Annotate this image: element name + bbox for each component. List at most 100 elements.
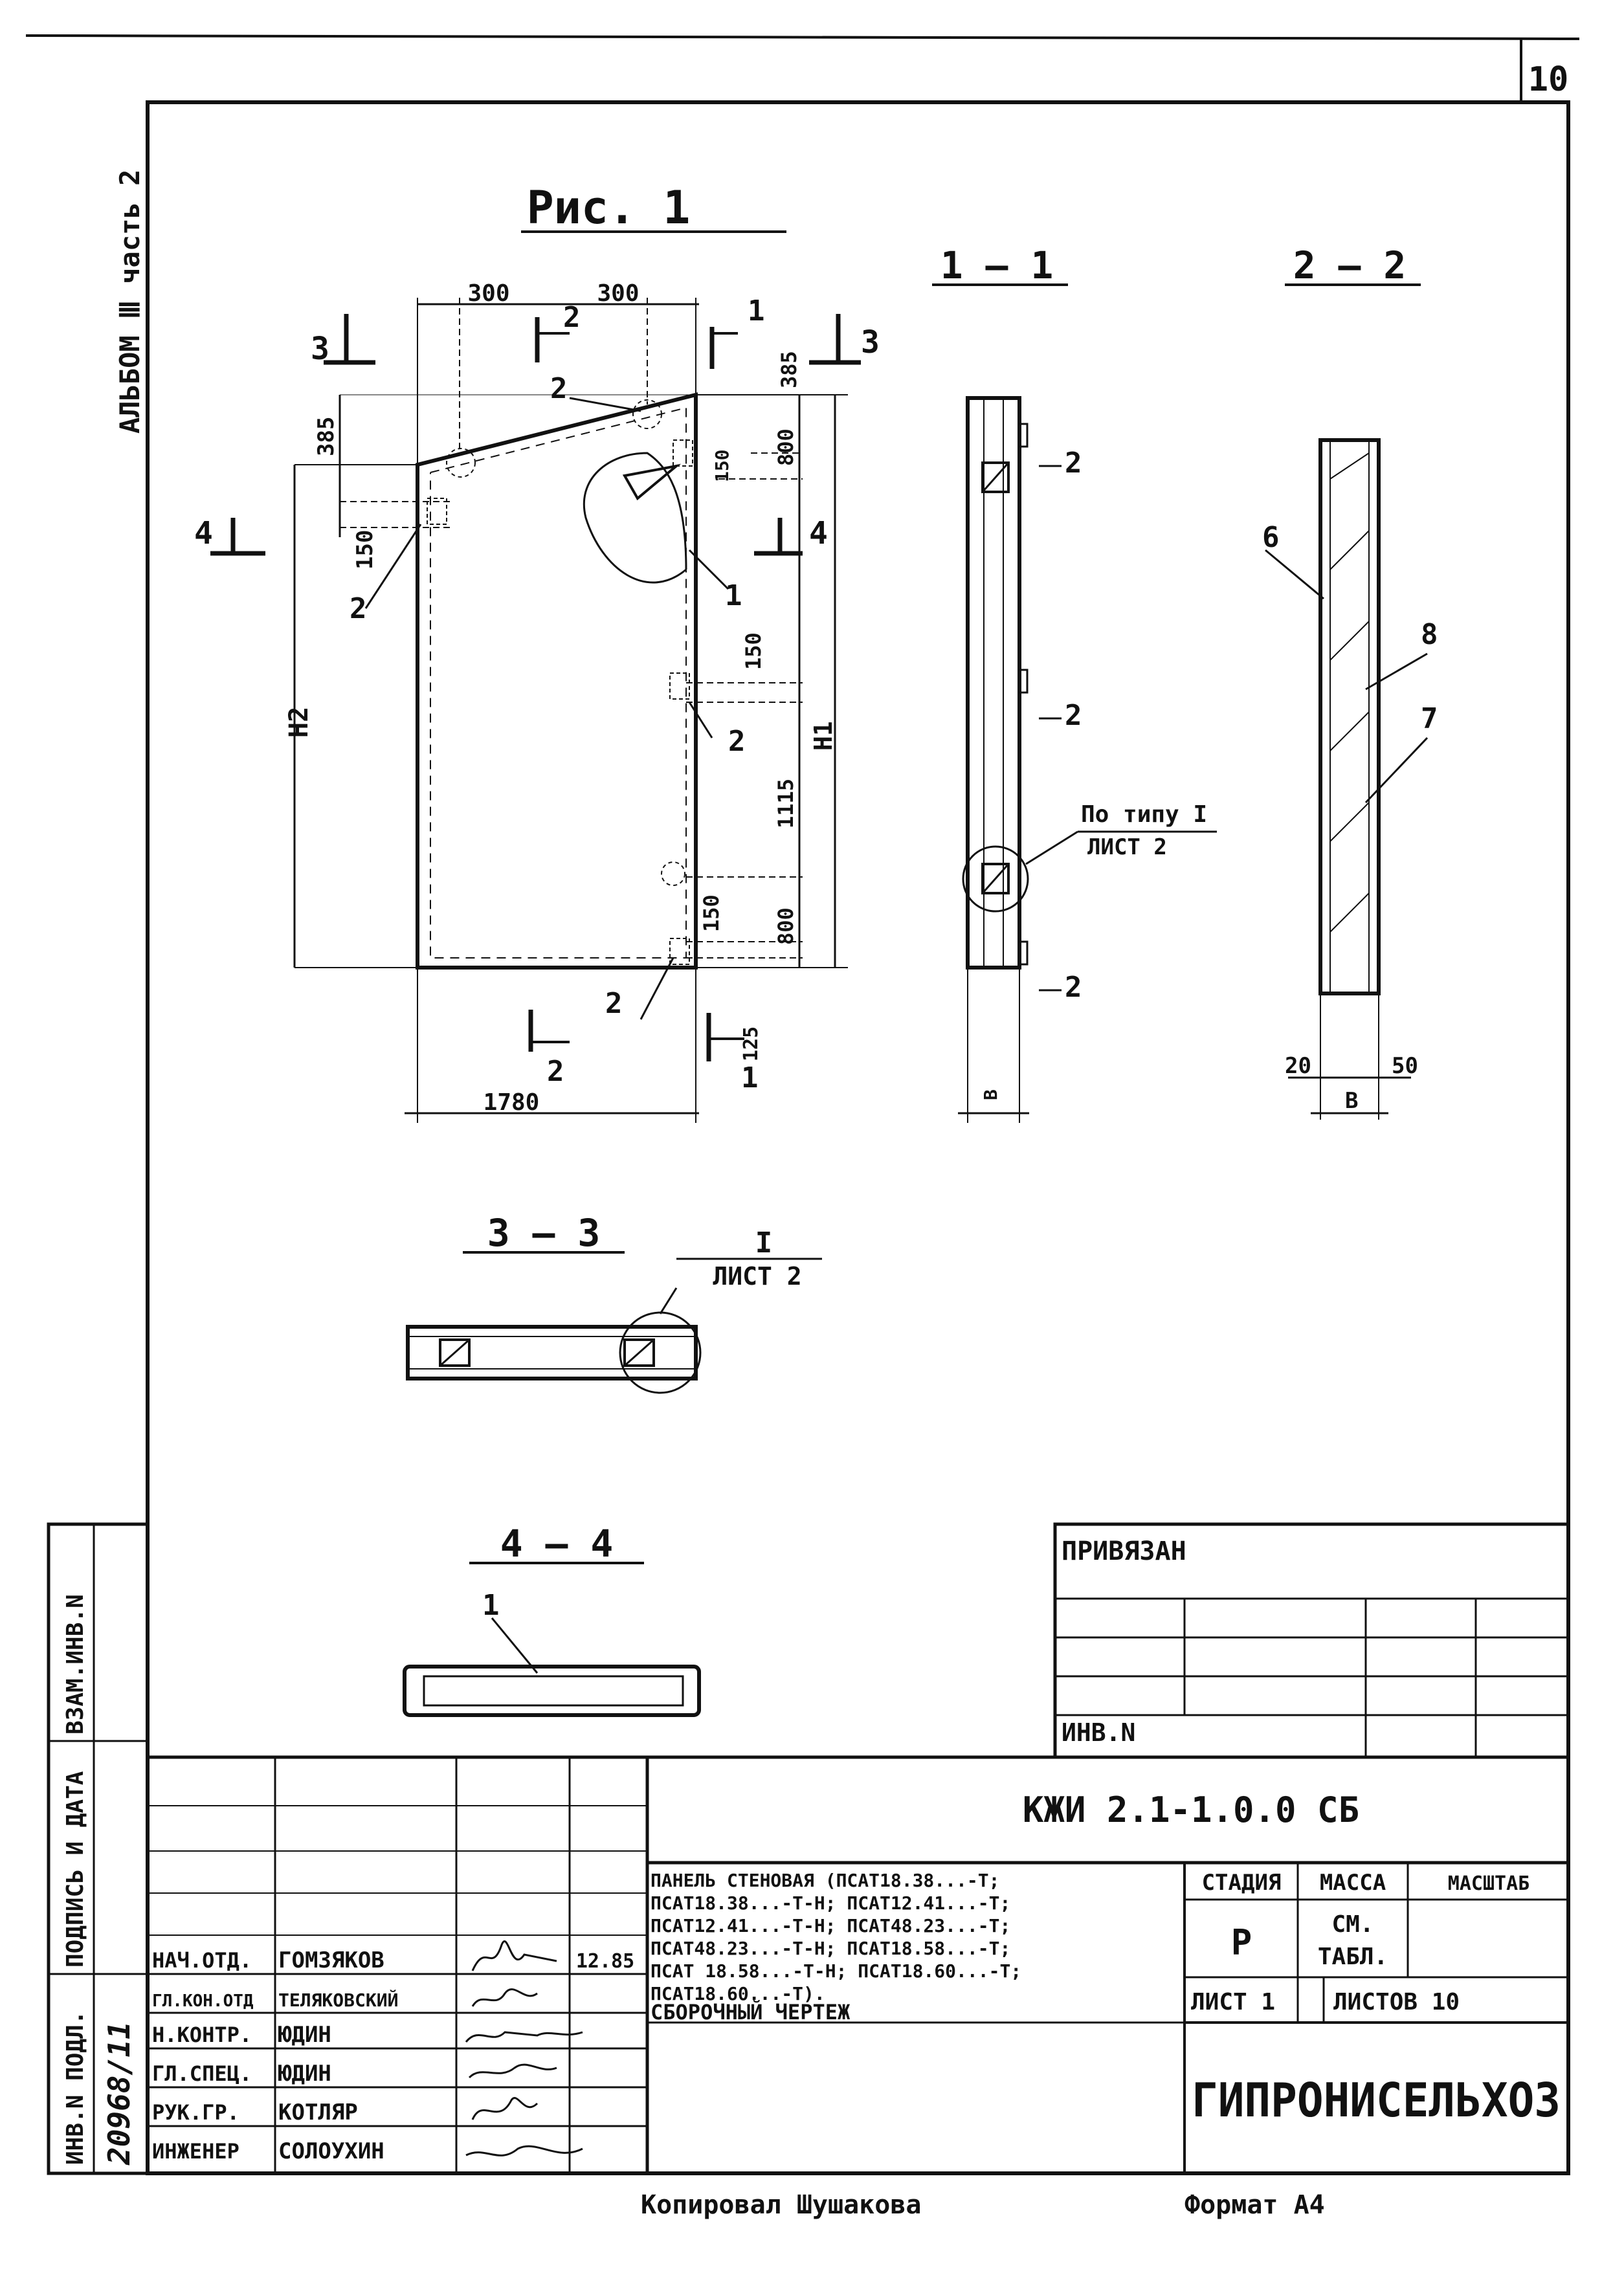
organization: ГИПРОНИСЕЛЬХОЗ xyxy=(1192,2073,1561,2127)
desc-line-2: ПСАТ18.38...-Т-Н; ПСАТ12.41...-Т; xyxy=(651,1892,1010,1914)
footer-format: Формат А4 xyxy=(1185,2190,1325,2220)
dim-150-mid: 150 xyxy=(741,632,766,670)
s11-callout-2-a: 2 xyxy=(1065,447,1082,480)
s44-callout-1: 1 xyxy=(482,1589,500,1622)
doc-code: КЖИ 2.1-1.0.0 СБ xyxy=(1023,1790,1359,1830)
binding-inv: ИНВ.N xyxy=(1062,1718,1135,1747)
dim-1780: 1780 xyxy=(484,1089,540,1116)
dim-1115: 1115 xyxy=(773,779,798,828)
desc-line-1: ПАНЕЛЬ СТЕНОВАЯ (ПСАТ18.38...-Т; xyxy=(651,1870,999,1891)
staff-name-5: КОТЛЯР xyxy=(278,2100,358,2125)
desc-line-7: СБОРОЧНЫЙ ЧЕРТЕЖ xyxy=(651,2000,851,2024)
right-dimensions xyxy=(686,394,848,968)
section-cut-marks xyxy=(210,314,861,1061)
staff-role-2: ГЛ.КОН.ОТД xyxy=(152,1991,254,2011)
stamp-vzam: ВЗАМ.ИНВ.N xyxy=(62,1594,89,1735)
s11-callout-2-b: 2 xyxy=(1065,699,1082,732)
cut-3-left: 3 xyxy=(311,331,329,367)
mass-value-2: ТАБЛ. xyxy=(1318,1944,1388,1970)
cut-2-bottom: 2 xyxy=(547,1055,564,1088)
dim-150-bottom: 150 xyxy=(699,894,724,932)
side-stamp xyxy=(47,1522,150,2175)
left-dimensions xyxy=(293,394,699,968)
staff-name-6: СОЛОУХИН xyxy=(278,2138,384,2164)
s22-dim-50: 50 xyxy=(1392,1053,1418,1079)
staff-role-5: РУК.ГР. xyxy=(152,2100,239,2125)
dim-300-a: 300 xyxy=(467,280,509,307)
stage-label: СТАДИЯ xyxy=(1202,1870,1282,1896)
signatures xyxy=(465,1940,583,2156)
dim-125: 125 xyxy=(740,1026,762,1061)
mass-value-1: СМ. xyxy=(1331,1911,1374,1938)
section-1-1-title: 1 — 1 xyxy=(940,243,1054,287)
s22-callout-7: 7 xyxy=(1421,702,1438,735)
mass-label: МАССА xyxy=(1320,1870,1386,1896)
callout-2-bottom: 2 xyxy=(605,987,623,1020)
staff-role-6: ИНЖЕНЕР xyxy=(152,2139,239,2164)
desc-line-3: ПСАТ12.41...-Т-Н; ПСАТ48.23...-Т; xyxy=(651,1915,1010,1936)
dim-h2: H2 xyxy=(284,707,314,738)
s33-ref-top: I xyxy=(755,1226,773,1259)
stamp-inv-podl: ИНВ.N ПОДЛ. xyxy=(62,2011,89,2165)
staff-role-4: ГЛ.СПЕЦ. xyxy=(152,2061,252,2086)
dim-150-left: 150 xyxy=(352,530,378,570)
section-3-3-title: 3 — 3 xyxy=(487,1211,601,1255)
s11-ref-bottom: ЛИСТ 2 xyxy=(1087,834,1167,860)
cut-1-bottom: 1 xyxy=(741,1061,759,1094)
staff-name-3: ЮДИН xyxy=(278,2022,331,2048)
sheets-label: ЛИСТОВ 10 xyxy=(1333,1989,1460,2015)
section-4-4-drawing xyxy=(403,1617,701,1717)
s11-callout-2-c: 2 xyxy=(1065,971,1082,1004)
stage-value: Р xyxy=(1231,1922,1252,1963)
cut-1-top: 1 xyxy=(748,294,765,327)
callout-2-mid: 2 xyxy=(728,725,746,758)
s11-ref-top: По типу I xyxy=(1081,801,1207,828)
s22-dim-20: 20 xyxy=(1285,1053,1311,1079)
section-1-1-drawing xyxy=(958,396,1217,1123)
dim-150-top: 150 xyxy=(711,449,733,482)
cut-4-right: 4 xyxy=(809,515,828,551)
panel-elevation xyxy=(416,392,698,970)
dim-385-right: 385 xyxy=(777,351,801,388)
dim-385-left: 385 xyxy=(313,417,339,456)
section-4-4-title: 4 — 4 xyxy=(500,1522,614,1566)
s22-dim-b: В xyxy=(1345,1088,1358,1114)
staff-role-3: Н.КОНТР. xyxy=(152,2023,252,2047)
footer-copied: Копировал Шушакова xyxy=(641,2190,921,2220)
dim-800-top: 800 xyxy=(773,428,798,466)
stamp-podpis: ПОДПИСЬ И ДАТА xyxy=(62,1771,89,1968)
sheet-frame xyxy=(25,34,1580,2175)
s11-dim-b: В xyxy=(980,1089,1001,1100)
dim-300-b: 300 xyxy=(597,280,639,307)
album-label: АЛЬБОМ Ⅲ часть 2 xyxy=(114,170,146,434)
sheet-label: ЛИСТ 1 xyxy=(1191,1989,1275,2015)
date: 12.85 xyxy=(576,1950,634,1973)
s22-callout-8: 8 xyxy=(1421,618,1438,651)
dim-h1: H1 xyxy=(809,721,838,751)
s22-callout-6: 6 xyxy=(1262,521,1280,554)
callout-2-left: 2 xyxy=(350,592,367,625)
sheet-number: 10 xyxy=(1528,60,1569,99)
desc-line-6: ПСАТ18.60...-Т). xyxy=(651,1983,825,2004)
callout-2-top: 2 xyxy=(550,372,568,405)
section-2-2-title: 2 — 2 xyxy=(1293,243,1407,287)
staff-name-4: ЮДИН xyxy=(278,2061,331,2087)
figure-title: Рис. 1 xyxy=(527,181,691,234)
desc-line-4: ПСАТ48.23...-Т-Н; ПСАТ18.58...-Т; xyxy=(651,1938,1010,1959)
top-dimensions xyxy=(417,298,699,466)
stamp-inv-number: 20968/11 xyxy=(102,2021,137,2166)
figure-callout-leaders xyxy=(364,397,729,1020)
binding-title: ПРИВЯЗАН xyxy=(1062,1536,1186,1566)
callout-1-figure: 1 xyxy=(725,579,742,612)
desc-line-5: ПСАТ 18.58...-Т-Н; ПСАТ18.60...-Т; xyxy=(651,1960,1021,1982)
s33-ref-bottom: ЛИСТ 2 xyxy=(713,1262,801,1291)
section-3-3-drawing xyxy=(406,1258,822,1394)
staff-name-2: ТЕЛЯКОВСКИЙ xyxy=(278,1989,398,2011)
dim-800-bottom: 800 xyxy=(773,907,798,945)
cut-3-right: 3 xyxy=(861,324,880,360)
title-block-grid xyxy=(148,1755,1568,2173)
cut-4-left: 4 xyxy=(194,515,213,551)
cut-2-top: 2 xyxy=(563,301,581,334)
scale-label: МАСШТАБ xyxy=(1448,1872,1529,1895)
